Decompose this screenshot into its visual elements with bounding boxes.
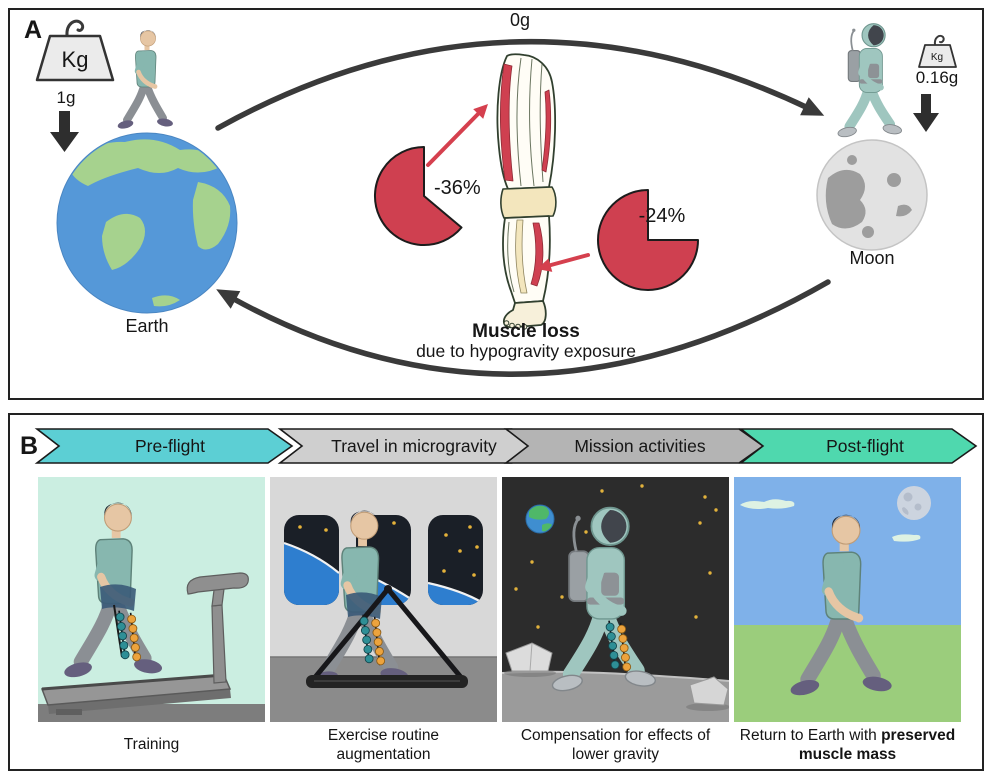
astronaut-walking-on-moon	[837, 24, 902, 139]
person-walking-on-earth	[117, 30, 174, 130]
weight-icon-moon: Kg	[918, 34, 957, 68]
clouds	[740, 499, 921, 542]
caption-exercise-augmentation: Exercise routine augmentation	[327, 726, 440, 763]
stage-scenes-row	[10, 477, 982, 722]
panel-a: Earth Moon Kg	[8, 8, 984, 400]
moon-to-earth-arrow	[216, 279, 831, 377]
zero-g-label: 0g	[510, 10, 530, 30]
mission-stage-header: B Pre-flight Travel in microgravity Miss…	[20, 428, 978, 464]
stage-label: Pre-flight	[135, 436, 205, 456]
muscle-loss-title: Muscle loss	[472, 321, 580, 342]
weight-unit-small-label: Kg	[931, 52, 943, 63]
caption-training: Training	[123, 736, 180, 754]
treadmill	[40, 572, 249, 715]
calf-loss-value: -24%	[639, 205, 686, 227]
stage-chevron-post-flight: Post-flight	[738, 428, 978, 464]
leg-muscle-illustration	[496, 53, 557, 330]
down-arrow-icon-earth	[50, 111, 79, 152]
stars	[514, 484, 718, 629]
stage-label: Post-flight	[826, 436, 904, 456]
moon-label: Moon	[849, 248, 894, 268]
calf-muscle-loss-pie: -24%	[597, 189, 699, 291]
stage-label: Mission activities	[574, 436, 706, 456]
panel-b: B Pre-flight Travel in microgravity Miss…	[8, 413, 984, 771]
moon-in-sky	[897, 486, 931, 520]
scene-training	[38, 477, 265, 722]
thigh-muscle-loss-pie: -36%	[373, 146, 481, 246]
earth-label: Earth	[125, 316, 168, 336]
moon-rocks	[504, 642, 729, 711]
panel-b-label: B	[20, 432, 38, 460]
stage-chevron-travel: Travel in microgravity	[277, 428, 538, 464]
pie-to-calf-arrow	[537, 253, 590, 272]
panel-a-label: A	[24, 16, 42, 44]
panel-a-illustration: Earth Moon Kg	[24, 10, 959, 377]
treadmill-restraint-frame	[306, 585, 468, 688]
exosuit-hip-harness	[346, 592, 382, 619]
scene-return-to-earth	[734, 477, 961, 722]
moon-gravity-label: 0.16g	[916, 68, 959, 87]
weight-unit-label: Kg	[62, 47, 89, 72]
moon-globe	[816, 139, 928, 251]
stage-chevron-mission: Mission activities	[503, 428, 765, 464]
muscle-loss-subtitle: due to hypogravity exposure	[416, 341, 636, 361]
pie-to-thigh-arrow	[426, 104, 488, 167]
weight-icon-earth: Kg	[35, 19, 115, 82]
earth-gravity-label: 1g	[57, 88, 76, 107]
down-arrow-icon-moon	[913, 94, 939, 132]
earth-to-moon-arrow	[215, 38, 825, 131]
stage-chevron-pre-flight: Pre-flight	[34, 428, 294, 464]
scene-lunar-surface	[502, 477, 729, 722]
earth-globe	[56, 132, 238, 314]
stage-captions-row: Training Exercise routine augmentation C…	[10, 722, 982, 769]
stage-label: Travel in microgravity	[331, 436, 497, 456]
caption-compensation: Compensation for effects of lower gravit…	[520, 726, 711, 763]
scene-microgravity-exercise	[270, 477, 497, 722]
exosuit-hip-harness	[100, 584, 136, 611]
caption-return-preserved: Return to Earth with preserved muscle ma…	[739, 726, 956, 763]
earth-seen-from-moon	[525, 504, 555, 534]
thigh-loss-value: -36%	[434, 177, 481, 199]
